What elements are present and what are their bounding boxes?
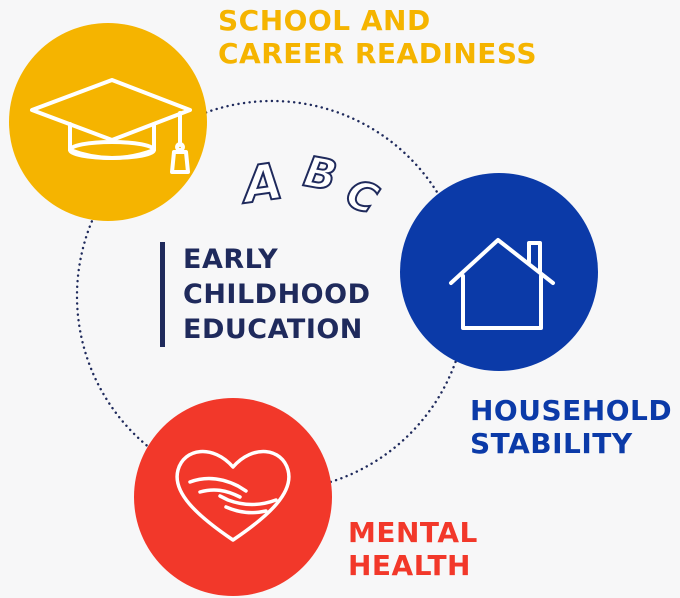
school-label-line-2: CAREER READINESS <box>218 37 537 71</box>
household-label-line-2: STABILITY <box>470 427 633 461</box>
center-title-line-2: CHILDHOOD <box>183 279 371 311</box>
school-career-label: SCHOOL AND CAREER READINESS <box>218 4 537 70</box>
letter-b: B <box>300 147 340 201</box>
mental-health-label: MENTAL HEALTH <box>348 516 478 582</box>
household-label-line-1: HOUSEHOLD <box>470 394 673 427</box>
letter-c: C <box>340 170 384 224</box>
abc-letters-icon: A B C <box>235 146 385 225</box>
mental-label-line-1: MENTAL <box>348 516 478 549</box>
house-icon <box>449 238 555 330</box>
school-circle <box>9 23 207 221</box>
household-stability-label: HOUSEHOLD STABILITY <box>470 394 672 460</box>
household-circle <box>400 173 598 371</box>
center-title: EARLY CHILDHOOD EDUCATION <box>160 242 371 348</box>
school-node <box>9 23 207 221</box>
school-label-line-1: SCHOOL AND <box>218 4 431 37</box>
mental-label-line-2: HEALTH <box>348 549 471 583</box>
graduation-cap-icon <box>30 78 192 174</box>
letter-a: A <box>236 152 286 215</box>
mental-circle <box>134 398 332 596</box>
mental-node <box>134 398 332 596</box>
center-title-line-3: EDUCATION <box>183 314 363 346</box>
center-title-line-1: EARLY <box>183 244 279 275</box>
household-node <box>400 173 598 371</box>
heart-hands-icon <box>175 449 291 542</box>
